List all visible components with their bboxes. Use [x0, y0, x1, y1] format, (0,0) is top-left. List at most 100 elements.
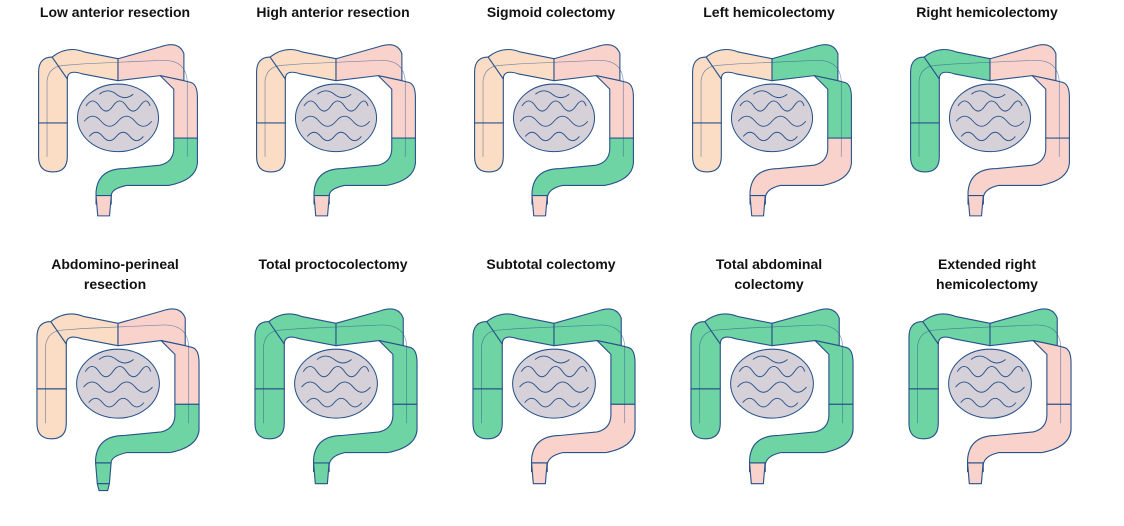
colon-wall-line — [917, 324, 1062, 424]
procedure-panel: High anterior resection — [228, 2, 438, 262]
segment-rectum — [313, 195, 330, 217]
segment-ascending — [908, 321, 939, 390]
segment-rectum — [313, 462, 330, 485]
segment-rectum — [749, 195, 766, 217]
segment-ascending — [472, 321, 503, 390]
segment-descending — [595, 75, 634, 139]
colon-diagram — [908, 308, 1072, 485]
segment-descending — [814, 339, 854, 405]
segment-cecum — [38, 122, 68, 173]
segment-ascending — [254, 321, 285, 390]
segment-rectum — [95, 195, 112, 217]
colon-wall-line — [699, 324, 844, 424]
small-intestine — [948, 348, 1032, 419]
segment-ascending — [910, 56, 940, 124]
segment-ascending — [474, 56, 504, 124]
colon-diagram — [472, 308, 636, 485]
colon-diagram — [910, 44, 1070, 217]
small-intestine — [76, 83, 160, 153]
procedure-panel: Total proctocolectomy — [228, 254, 438, 514]
segment-ascending — [692, 56, 722, 124]
segment-cecum — [256, 122, 286, 173]
procedure-title: Left hemicolectomy — [703, 4, 835, 20]
segment-ascending — [690, 321, 721, 390]
small-intestine — [730, 83, 814, 153]
colon-wall-line — [918, 60, 1060, 157]
procedure-panel: Low anterior resection — [10, 2, 220, 262]
segment-distal-transverse — [335, 44, 403, 82]
segment-anus — [96, 483, 110, 492]
small-intestine — [730, 348, 814, 419]
procedure-title: Abdomino-perineal resection — [51, 256, 179, 292]
segment-distal-transverse — [117, 308, 186, 347]
colon-wall-line — [264, 60, 406, 157]
procedure-panel: Abdomino-perineal resection — [10, 254, 220, 514]
segment-distal-transverse — [553, 308, 622, 347]
colon-wall-line — [46, 60, 188, 157]
segment-distal-transverse — [771, 308, 840, 347]
procedure-panel: Subtotal colectomy — [446, 254, 656, 514]
segment-descending — [813, 75, 852, 139]
segment-descending — [1032, 339, 1072, 405]
procedure-panel: Extended right hemicolectomy — [882, 254, 1092, 514]
segment-rectum — [967, 462, 984, 485]
segment-cecum — [254, 388, 285, 440]
procedure-title: Right hemicolectomy — [916, 4, 1058, 20]
colon-diagram — [690, 308, 854, 485]
small-intestine — [512, 83, 596, 153]
small-intestine — [512, 348, 596, 419]
segment-descending — [159, 75, 198, 139]
segment-cecum — [474, 122, 504, 173]
segment-cecum — [908, 388, 939, 440]
procedure-title: Sigmoid colectomy — [486, 4, 616, 20]
segment-descending — [596, 339, 636, 405]
procedure-title: Extended right hemicolectomy — [936, 256, 1038, 292]
colon-diagram — [474, 44, 634, 217]
segment-descending — [377, 75, 416, 139]
colon-diagram — [38, 44, 198, 217]
segment-distal-transverse — [553, 44, 621, 82]
colon-wall-line — [482, 60, 624, 157]
segment-cecum — [690, 388, 721, 440]
segment-rectum — [531, 462, 548, 485]
procedure-title: Low anterior resection — [39, 4, 191, 20]
segment-cecum — [692, 122, 722, 173]
segment-distal-transverse — [335, 308, 404, 347]
colon-wall-line — [45, 324, 190, 424]
colon-wall-line — [481, 324, 626, 424]
segment-sigmoid — [313, 403, 418, 473]
segment-ascending — [256, 56, 286, 124]
procedure-title: Total proctocolectomy — [258, 256, 408, 272]
small-intestine — [294, 348, 378, 419]
segment-ascending — [36, 321, 67, 390]
segment-descending — [1031, 75, 1070, 139]
small-intestine — [948, 83, 1032, 153]
colon-diagram — [692, 44, 852, 217]
colon-diagram — [256, 44, 416, 217]
segment-descending — [378, 339, 418, 405]
segment-cecum — [472, 388, 503, 440]
small-intestine — [294, 83, 378, 153]
colon-diagram — [36, 308, 200, 492]
segment-cecum — [910, 122, 940, 173]
procedure-title: Subtotal colectomy — [486, 256, 616, 272]
procedure-panel: Total abdominal colectomy — [664, 254, 874, 514]
colon-diagram — [254, 308, 418, 485]
procedure-title: High anterior resection — [256, 4, 410, 20]
procedure-panel: Sigmoid colectomy — [446, 2, 656, 262]
segment-distal-transverse — [117, 44, 185, 82]
small-intestine — [76, 348, 160, 419]
segment-rectum — [95, 462, 112, 485]
segment-distal-transverse — [771, 44, 839, 82]
segment-descending — [160, 339, 200, 405]
colon-wall-line — [700, 60, 842, 157]
procedure-title: Total abdominal colectomy — [715, 256, 823, 292]
segment-rectum — [967, 195, 984, 217]
procedure-panel: Left hemicolectomy — [664, 2, 874, 262]
segment-cecum — [36, 388, 67, 440]
segment-rectum — [531, 195, 548, 217]
colon-wall-line — [263, 324, 408, 424]
segment-ascending — [38, 56, 68, 124]
segment-distal-transverse — [989, 44, 1057, 82]
segment-rectum — [749, 462, 766, 485]
